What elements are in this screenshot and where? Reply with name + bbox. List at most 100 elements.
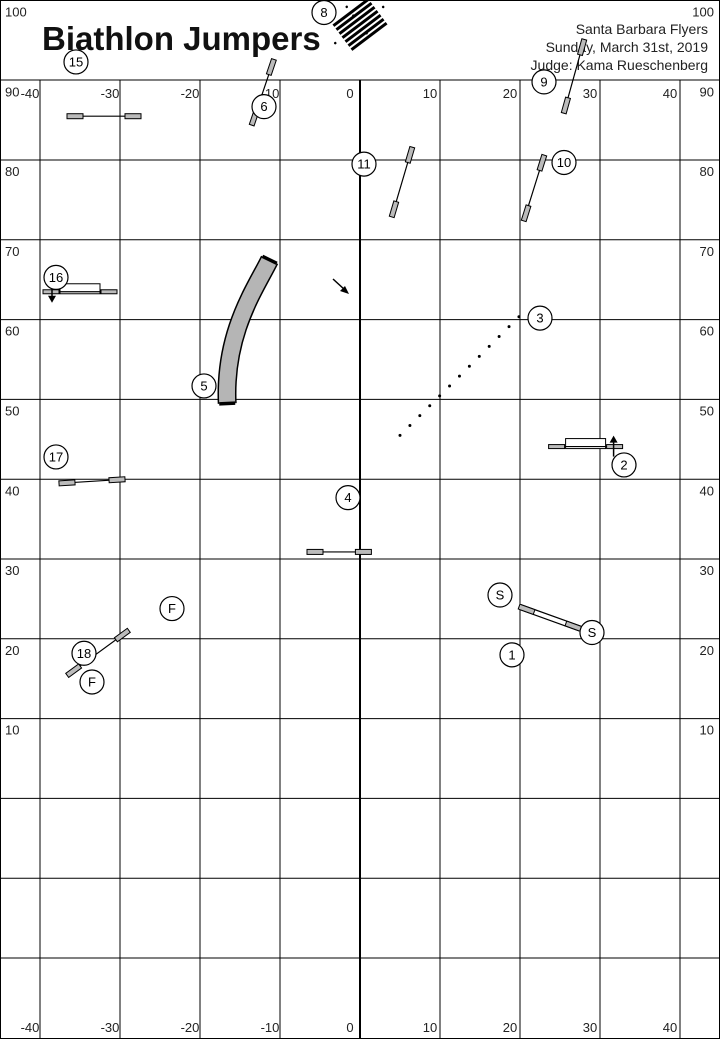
tunnel-opening <box>261 254 278 265</box>
marker-label: 2 <box>620 457 627 472</box>
table-wing <box>606 444 624 450</box>
marker-circle <box>159 595 185 622</box>
marker-label: 4 <box>344 490 351 505</box>
jump-wing <box>66 113 84 120</box>
tire-bar <box>344 13 382 43</box>
marker-label: 11 <box>357 157 371 172</box>
table-16 <box>42 281 118 303</box>
course-marker: 3 <box>527 305 553 331</box>
course-marker: F <box>159 595 185 622</box>
marker-label: 18 <box>77 646 91 661</box>
marker-circle <box>551 149 577 176</box>
jump-17 <box>58 476 126 487</box>
y-axis-label-left: 100 <box>5 5 27 20</box>
x-axis-label-top: 30 <box>583 86 597 101</box>
course-marker: S <box>579 619 605 646</box>
marker-label: 10 <box>557 155 571 170</box>
course-marker: 8 <box>311 0 337 26</box>
jump-wing <box>388 200 400 219</box>
marker-circle <box>71 640 97 666</box>
jump-wing <box>58 479 76 487</box>
course-marker: 10 <box>551 149 577 176</box>
marker-label: S <box>588 625 597 640</box>
y-axis-label-right: 40 <box>700 483 714 498</box>
jump-18 <box>65 627 131 679</box>
course-marker: S <box>487 582 513 608</box>
jump-15 <box>66 113 142 120</box>
y-axis-label-right: 60 <box>700 324 714 339</box>
x-axis-label-bottom: 30 <box>583 1020 597 1035</box>
marker-label: 9 <box>540 74 547 89</box>
table-top <box>565 438 607 450</box>
marker-circle <box>531 69 557 95</box>
marker-label: 6 <box>260 99 267 114</box>
x-axis-label-top: 20 <box>503 86 517 101</box>
y-axis-label-right: 100 <box>692 5 714 20</box>
x-axis-label-top: -30 <box>101 86 120 101</box>
jump-1 <box>517 603 583 632</box>
y-axis-label-left: 20 <box>5 643 19 658</box>
table-wing <box>42 289 60 295</box>
jump-wing <box>124 113 142 120</box>
x-axis-label-bottom: 0 <box>346 1020 353 1035</box>
y-axis-label-right: 20 <box>700 643 714 658</box>
marker-circle <box>43 264 69 291</box>
table-wing <box>100 289 118 295</box>
marker-label: 17 <box>49 449 63 464</box>
course-marker: 5 <box>191 373 217 399</box>
y-axis-label-left: 30 <box>5 563 19 578</box>
y-axis-label-left: 70 <box>5 244 19 259</box>
marker-label: 3 <box>536 311 543 326</box>
y-axis-label-right: 30 <box>700 563 714 578</box>
tunnel-opening <box>219 401 236 406</box>
jump-wing <box>354 548 372 555</box>
jump-wing <box>306 548 324 555</box>
jump-wing <box>113 627 131 643</box>
tire-bar <box>338 6 376 35</box>
jump-11 <box>388 145 416 219</box>
x-axis-label-bottom: 40 <box>663 1020 677 1035</box>
x-axis-label-top: -20 <box>181 86 200 101</box>
y-axis-label-left: 90 <box>5 84 19 99</box>
jump-wing <box>560 96 572 115</box>
x-axis-label-bottom: -30 <box>101 1020 120 1035</box>
marker-label: 8 <box>320 5 327 20</box>
course-marker: 6 <box>251 94 277 120</box>
y-axis-label-left: 10 <box>5 723 19 738</box>
tire-bar <box>350 21 388 51</box>
jump-wing <box>108 476 126 484</box>
marker-label: F <box>88 674 96 689</box>
jump-wing <box>265 57 277 76</box>
table-wing <box>548 444 566 450</box>
course-marker: 4 <box>335 485 361 511</box>
marker-label: 5 <box>200 378 207 393</box>
course-marker: F <box>79 669 105 695</box>
direction-arrow-head <box>609 435 618 443</box>
marker-circle <box>79 669 105 695</box>
marker-label: F <box>168 601 176 616</box>
y-axis-label-left: 50 <box>5 404 19 419</box>
course-marker: 11 <box>351 151 377 177</box>
course-marker: 18 <box>71 640 97 666</box>
marker-label: S <box>496 588 505 603</box>
judge-name: Judge: Kama Rueschenberg <box>530 57 708 73</box>
table-2 <box>548 435 624 457</box>
marker-circle <box>335 485 361 511</box>
jump-wing <box>404 145 416 164</box>
jump-wing <box>564 620 583 632</box>
course-title: Biathlon Jumpers <box>42 20 321 57</box>
x-axis-label-top: 0 <box>346 86 353 101</box>
jump-4 <box>306 548 372 555</box>
marker-circle <box>191 373 217 399</box>
tire-8 <box>332 0 388 51</box>
marker-label: 1 <box>508 647 515 662</box>
jump-wing <box>576 38 588 57</box>
x-axis-label-bottom: -20 <box>181 1020 200 1035</box>
jump-wing <box>536 153 548 172</box>
y-axis-label-left: 80 <box>5 164 19 179</box>
y-axis-label-right: 50 <box>700 404 714 419</box>
marker-circle <box>43 444 69 470</box>
course-marker: 15 <box>63 49 89 75</box>
